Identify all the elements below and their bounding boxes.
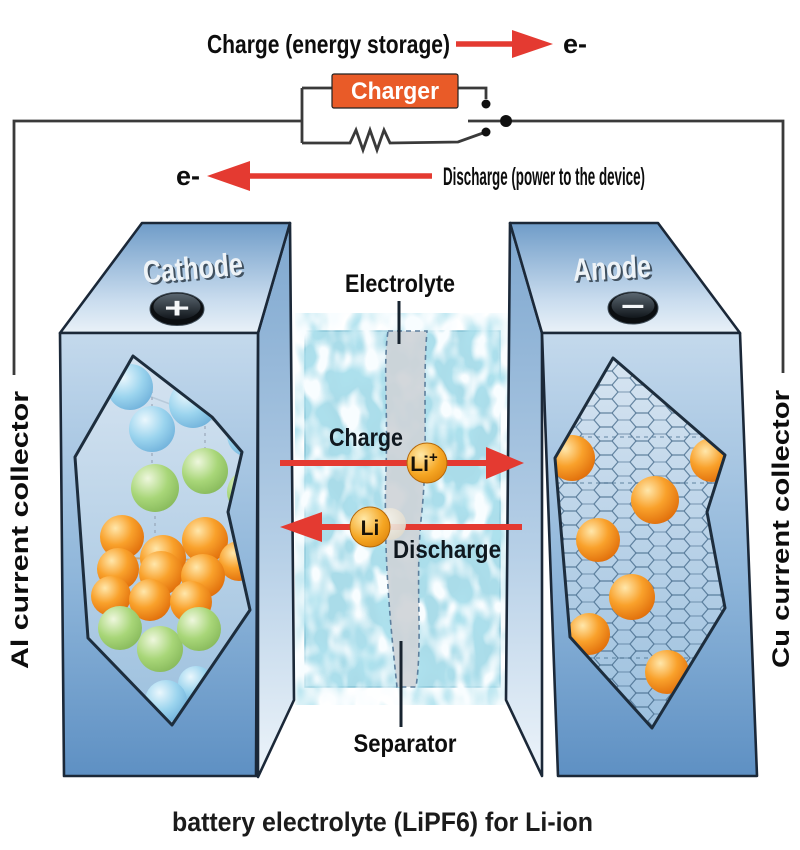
li-sphere	[91, 576, 131, 616]
svg-text:Li+: Li+	[410, 449, 438, 476]
metal-sphere	[182, 448, 228, 494]
li-plus-ion: Li+	[406, 442, 448, 484]
charge-flow-label: Charge (energy storage)	[207, 29, 450, 59]
ion-discharge-label: Discharge	[393, 536, 501, 564]
charge-flow-arrowhead	[512, 30, 553, 58]
separator-membrane	[384, 330, 428, 688]
cathode-terminal-button: +	[149, 292, 205, 326]
electrolyte-region	[304, 330, 501, 688]
li-plus-ion-charge: +	[429, 449, 438, 466]
charge-ion-arrowhead	[486, 447, 524, 479]
separator-label: Separator	[354, 730, 457, 758]
caption: battery electrolyte (LiPF6) for Li-ion	[172, 807, 593, 837]
anode-label: Anode	[572, 248, 652, 288]
cathode-label-shadow: Cathode	[144, 248, 247, 293]
charge-electron-label: e-	[563, 29, 587, 59]
charger-label: Charger	[351, 78, 439, 105]
discharge-flow-arrow	[207, 161, 432, 191]
al-collector-label: Al current collector	[7, 391, 34, 669]
charger-out-wire	[458, 86, 488, 99]
discharge-flow-label: Discharge (power to the device)	[443, 163, 645, 191]
right-collector-wire	[506, 119, 785, 373]
metal-sphere	[137, 626, 183, 672]
resistor-wire	[302, 125, 484, 155]
discharge-electron-label: e-	[176, 161, 200, 191]
anode-terminal-sign: −	[621, 290, 645, 322]
anode-terminal-button: −	[607, 290, 659, 325]
left-collector-wire	[12, 119, 302, 375]
li-ion: Li	[349, 506, 406, 548]
metal-sphere	[177, 607, 221, 651]
li-plus-ion-symbol: Li	[410, 453, 429, 476]
cathode-crystal-outline	[73, 354, 252, 727]
charge-ion-arrow	[280, 447, 524, 479]
cathode-label: Cathode	[141, 246, 244, 291]
switch-pole-dot	[500, 115, 512, 127]
li-sphere	[576, 518, 620, 562]
switch-contact-top	[481, 99, 491, 109]
electrolyte-label: Electrolyte	[345, 270, 455, 298]
anode-graphite-outline	[553, 356, 727, 730]
li-sphere	[100, 515, 144, 559]
li-sphere	[631, 476, 679, 524]
discharge-flow-arrowhead	[207, 161, 250, 191]
li-sphere	[129, 579, 171, 621]
charger-box	[331, 73, 459, 109]
discharge-ion-arrowhead	[280, 512, 322, 542]
metal-sphere	[131, 464, 179, 512]
cathode-terminal-sign: +	[164, 292, 190, 325]
charge-flow-arrow	[456, 30, 553, 58]
cu-collector-label: Cu current collector	[768, 390, 795, 668]
circuit-wiring	[12, 86, 785, 375]
metal-sphere	[98, 606, 142, 650]
li-sphere	[609, 574, 655, 620]
li-ion-symbol: Li	[361, 517, 380, 540]
anode-label-shadow: Anode	[574, 250, 654, 290]
ion-charge-label: Charge	[329, 424, 403, 452]
oxygen-sphere	[129, 406, 175, 452]
li-sphere	[182, 517, 228, 563]
switch-contact-bottom	[481, 127, 491, 137]
